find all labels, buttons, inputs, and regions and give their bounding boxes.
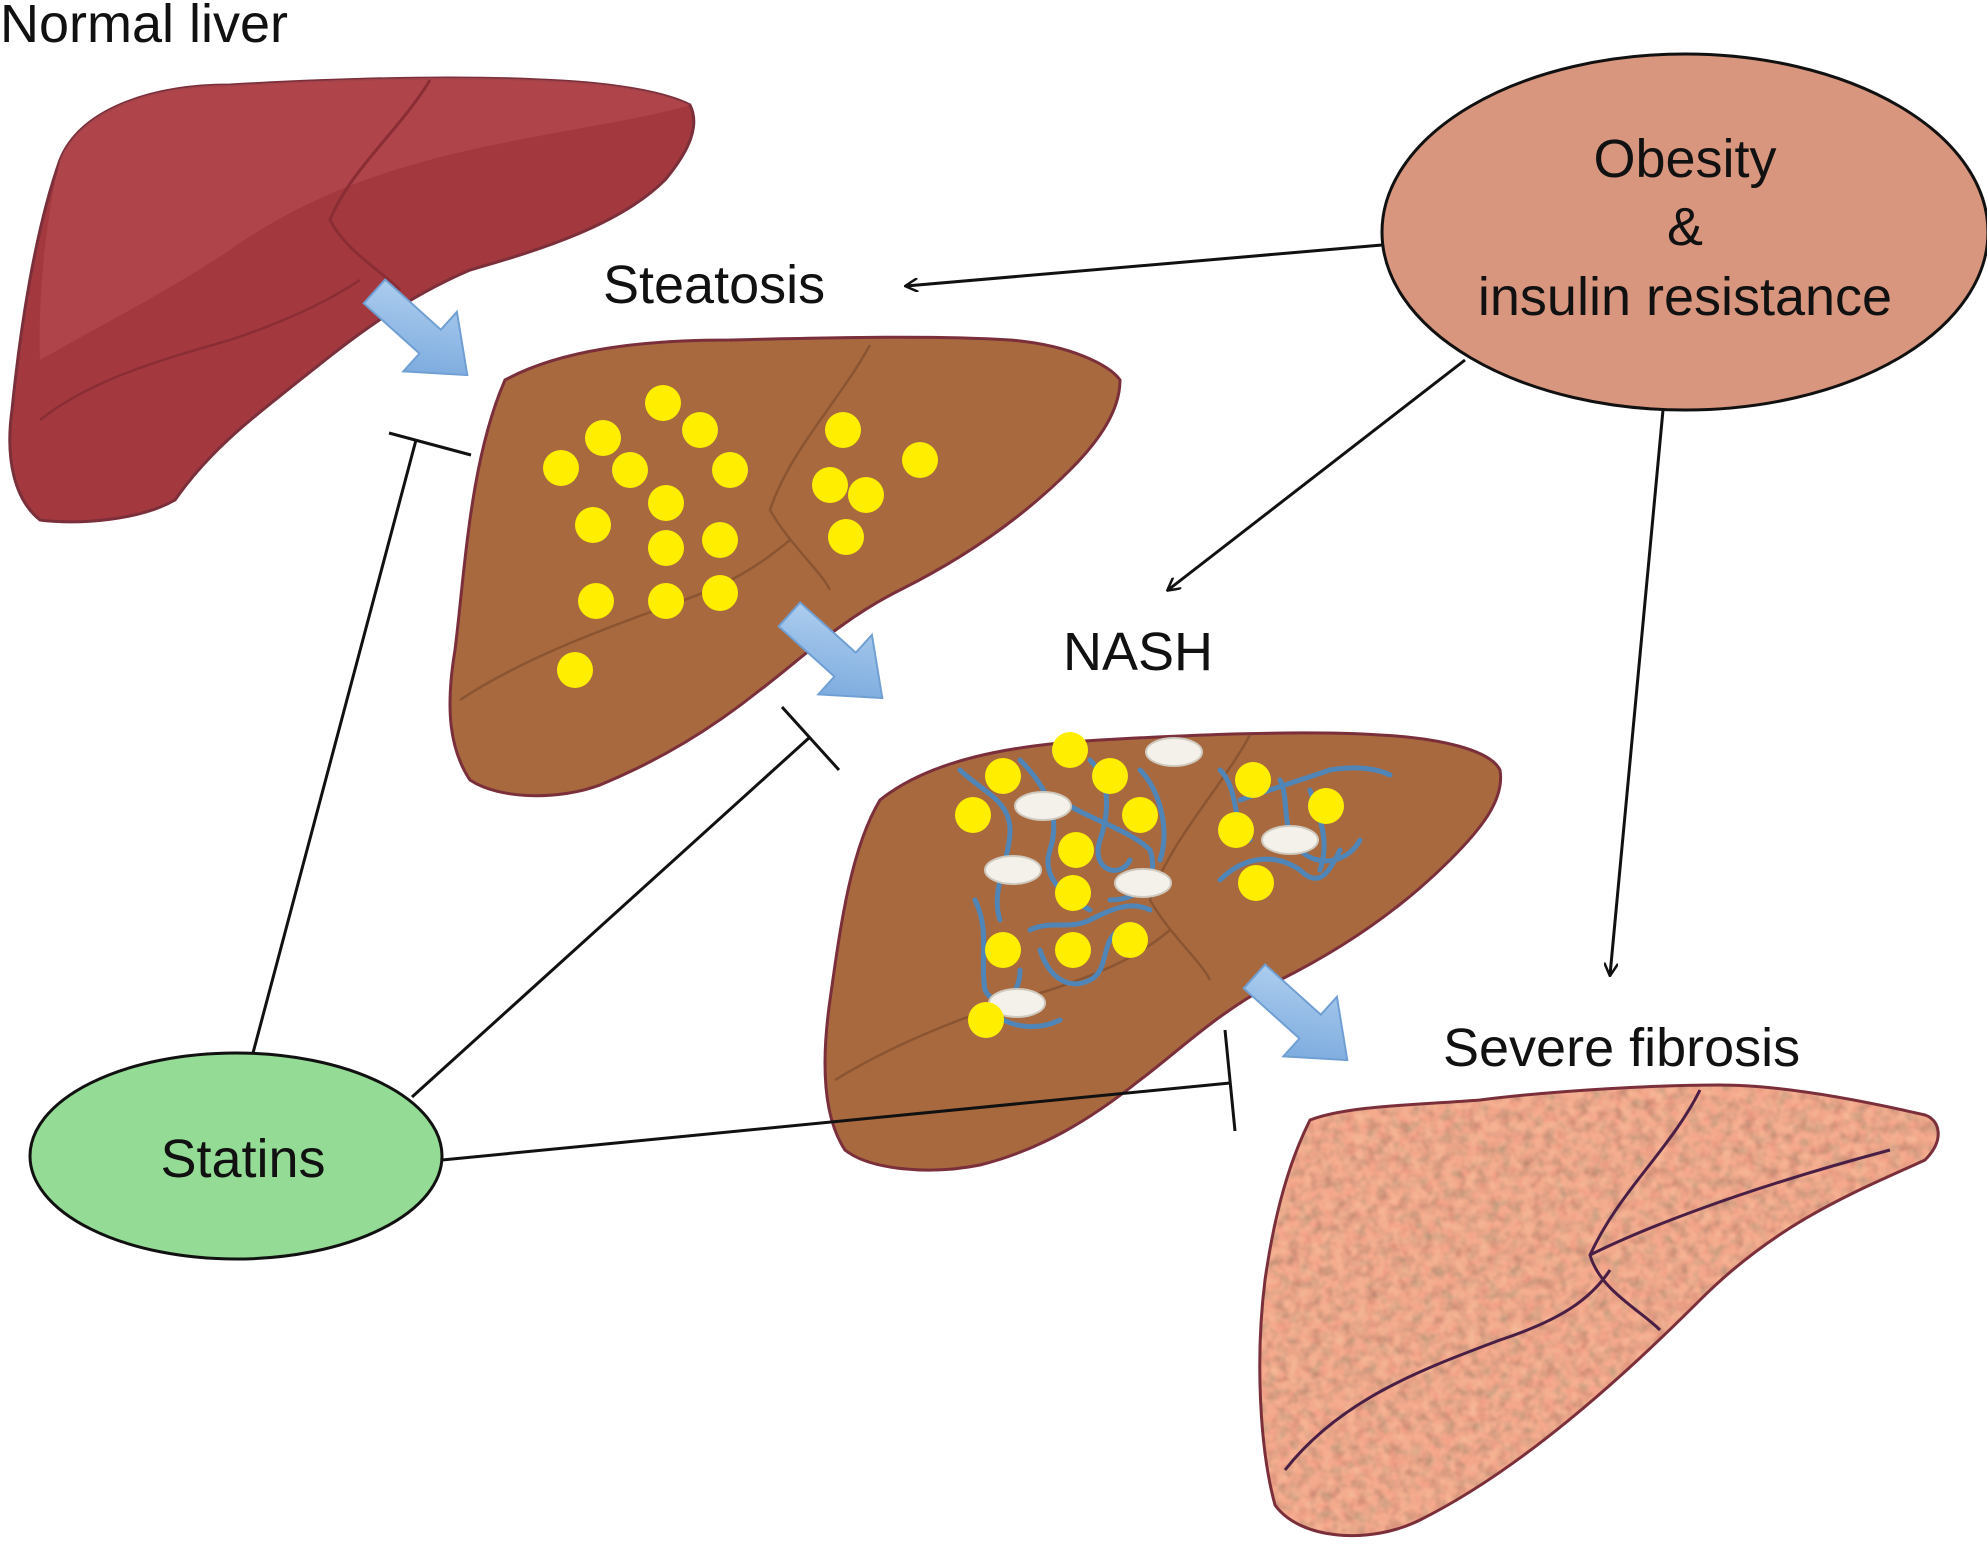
label-steatosis: Steatosis [603, 255, 825, 315]
fat-droplet [578, 583, 614, 619]
fibrosis-strand [1137, 767, 1167, 863]
fat-droplet [848, 477, 884, 513]
fat-droplet [543, 450, 579, 486]
inflammatory-cell [984, 855, 1042, 885]
fibrosis-strand [1037, 927, 1123, 987]
fat-droplet [902, 442, 938, 478]
arrow-obesity-to-nash [1168, 358, 1466, 590]
normal-liver-highlight [39, 77, 690, 361]
label-severe-fibrosis: Severe fibrosis [1443, 1018, 1800, 1078]
fat-droplet [648, 530, 684, 566]
fat-droplet [612, 452, 648, 488]
progression-arrow-normal-to-steatosis [362, 278, 469, 377]
arrow-obesity-to-fibrosis [1610, 409, 1665, 975]
inhibition-statins-to-steatosis [251, 439, 418, 1054]
steatosis-liver-lobe-line [768, 344, 872, 591]
fibrosis-liver [1258, 1083, 1940, 1538]
inflammatory-cell [1261, 825, 1319, 855]
obesity-label-line3: insulin resistance [1478, 267, 1892, 327]
obesity-ellipse [1380, 52, 1987, 412]
fibrosis-strand [957, 767, 1013, 923]
fat-droplet [1235, 762, 1271, 798]
arrow-obesity-to-steatosis [906, 243, 1383, 286]
fat-droplet [585, 420, 621, 456]
obesity-node: Obesity & insulin resistance [1380, 52, 1987, 412]
fat-droplet [1052, 732, 1088, 768]
normal-liver-lobe-line [328, 79, 432, 292]
statins-label: Statins [160, 1129, 325, 1189]
fat-droplet [825, 412, 861, 448]
inhibition-statins-to-nash [410, 735, 812, 1099]
fibrosis-liver-contour [1283, 1269, 1612, 1471]
fat-droplet [812, 467, 848, 503]
fat-droplet [1308, 788, 1344, 824]
inhibition-bar-steatosis [388, 431, 472, 457]
fat-droplet [985, 932, 1021, 968]
fat-droplet [575, 507, 611, 543]
fat-droplet [712, 452, 748, 488]
statins-node: Statins [28, 1051, 444, 1261]
fat-droplet [648, 583, 684, 619]
nash-inflammatory-cells [984, 737, 1319, 1018]
progression-arrows [362, 278, 1349, 1062]
nash-liver-body [823, 731, 1503, 1172]
fat-droplet [985, 758, 1021, 794]
fat-droplet [1238, 865, 1274, 901]
fat-droplet [1112, 922, 1148, 958]
fat-droplet [1058, 832, 1094, 868]
fat-droplet [648, 485, 684, 521]
statins-inhibitions [251, 431, 1237, 1162]
fat-droplet [1092, 758, 1128, 794]
label-normal-liver: Normal liver [0, 0, 288, 54]
fat-droplet [1055, 875, 1091, 911]
nash-fat-droplets [955, 732, 1344, 1038]
fat-droplet [702, 575, 738, 611]
normal-liver [8, 76, 696, 524]
obesity-label-line1: Obesity [1593, 129, 1776, 189]
obesity-arrows [906, 243, 1665, 975]
inhibition-bar-nash [780, 705, 841, 772]
fibrosis-liver-lobe-line [1588, 1089, 1891, 1332]
fat-droplet [702, 522, 738, 558]
normal-liver-contour [39, 278, 361, 421]
fat-droplet [645, 385, 681, 421]
fat-droplet [557, 652, 593, 688]
fat-droplet [968, 1002, 1004, 1038]
progression-arrow-nash-to-fibrosis [1242, 963, 1349, 1062]
inflammatory-cell [1014, 791, 1072, 821]
fibrosis-liver-texture [1259, 1085, 1939, 1536]
inhibition-statins-to-fibrosis [441, 1081, 1231, 1162]
obesity-label-line2: & [1667, 197, 1703, 257]
inhibition-bar-fibrosis [1223, 1029, 1237, 1132]
fat-droplet [828, 519, 864, 555]
statins-ellipse [28, 1051, 444, 1261]
fat-droplet [955, 797, 991, 833]
fibrosis-strand [1027, 903, 1153, 933]
steatosis-liver-body [448, 335, 1122, 798]
label-nash: NASH [1063, 622, 1213, 682]
fat-droplet [1055, 932, 1091, 968]
fat-droplet [682, 412, 718, 448]
fibrosis-liver-outline [1258, 1083, 1940, 1538]
fat-droplet [1122, 797, 1158, 833]
inflammatory-cell [1145, 737, 1203, 767]
fibrosis-strand [1217, 847, 1343, 883]
inflammatory-cell [1114, 868, 1172, 898]
progression-arrow-steatosis-to-nash [777, 601, 884, 700]
steatosis-liver [448, 335, 1122, 798]
fat-droplet [1218, 812, 1254, 848]
steatosis-fat-droplets [543, 385, 938, 688]
